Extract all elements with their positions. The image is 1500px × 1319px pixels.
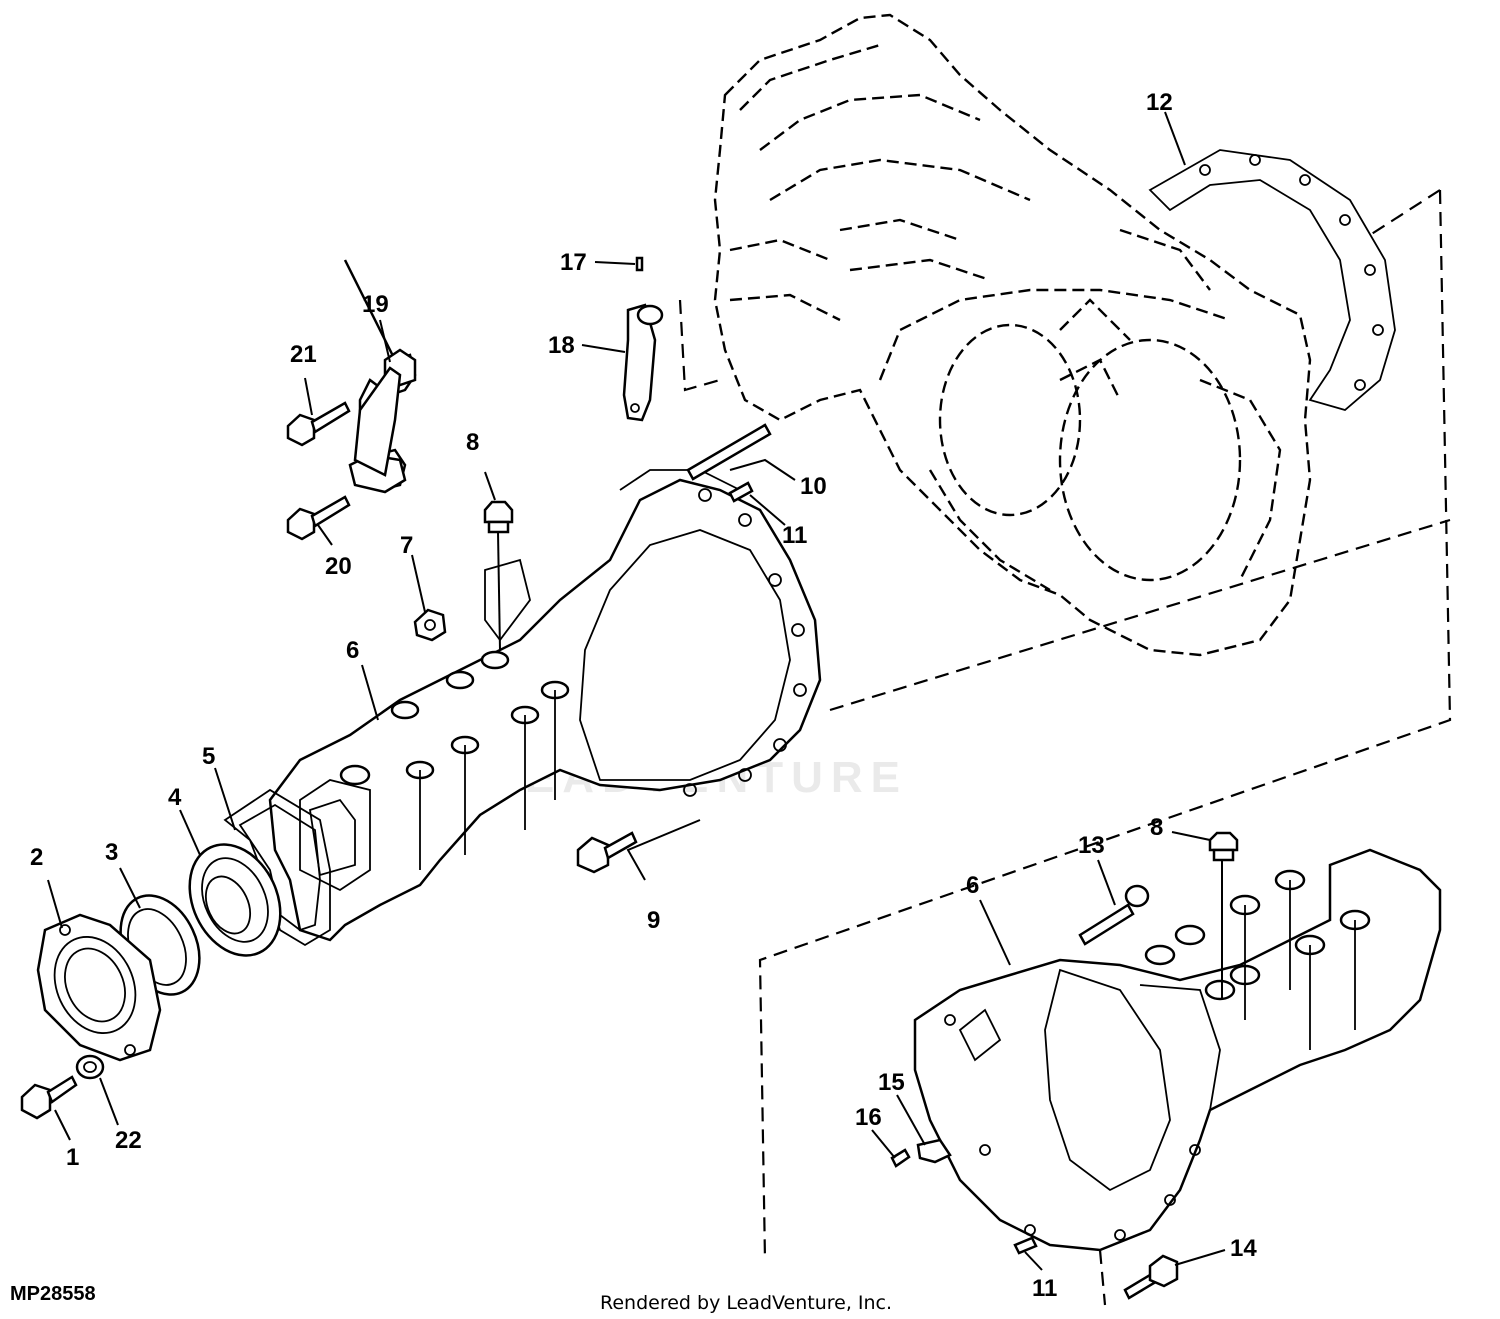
nut-7 (413, 608, 447, 642)
bolt-20 (286, 495, 351, 541)
callout-11-upper: 11 (782, 522, 807, 549)
assembly-guide-line-2 (829, 189, 1451, 712)
callout-21: 21 (290, 341, 317, 368)
figure-code: MP28558 (10, 1283, 96, 1305)
callout-5: 5 (202, 743, 215, 770)
stud-10 (686, 423, 772, 481)
callout-labels: 1 2 3 4 5 6 7 8 9 10 11 12 13 6 8 15 16 … (30, 89, 1257, 1302)
assembly-guide-line (758, 189, 1452, 1261)
callout-6-upper: 6 (346, 637, 359, 664)
callout-14: 14 (1230, 1235, 1257, 1262)
washer-22 (75, 1054, 105, 1080)
gasket-12 (1148, 149, 1396, 411)
bolt-9 (576, 831, 638, 874)
render-credit: Rendered by LeadVenture, Inc. (600, 1292, 892, 1314)
callout-10: 10 (800, 473, 827, 500)
final-drive-housing-upper (268, 469, 822, 942)
callout-4: 4 (168, 784, 182, 811)
callout-20: 20 (325, 553, 352, 580)
dowel-pin-11-upper (728, 481, 754, 503)
callout-1: 1 (66, 1144, 79, 1171)
screw-16 (890, 1148, 911, 1168)
plug-8-upper (483, 500, 514, 534)
transmission-case-outline (713, 13, 1312, 657)
bolt-13 (1078, 884, 1150, 946)
callout-3: 3 (105, 839, 118, 866)
callout-9: 9 (647, 907, 660, 934)
clip-15 (916, 1138, 952, 1164)
bolt-21 (286, 401, 351, 447)
callout-19: 19 (362, 291, 389, 318)
final-drive-housing-lower (913, 848, 1442, 1252)
bolt-14 (1123, 1254, 1179, 1300)
callout-13: 13 (1078, 832, 1105, 859)
bearing-4 (188, 843, 282, 957)
pin-17 (635, 256, 644, 272)
callout-22: 22 (115, 1127, 142, 1154)
bracket-19 (343, 259, 417, 494)
assembly-guide-line-3 (678, 299, 1107, 1306)
callout-11-lower: 11 (1032, 1275, 1057, 1302)
callout-16: 16 (855, 1104, 882, 1131)
callout-2: 2 (30, 844, 43, 871)
callout-12: 12 (1146, 89, 1173, 116)
dowel-pin-11-lower (1013, 1236, 1038, 1255)
lever-18 (622, 303, 664, 422)
callout-17: 17 (560, 249, 587, 276)
callout-6-lower: 6 (966, 872, 979, 899)
callout-7: 7 (400, 532, 413, 559)
plug-8-lower (1208, 831, 1239, 862)
callout-8-lower: 8 (1150, 814, 1163, 841)
callout-8-upper: 8 (466, 429, 479, 456)
callout-15: 15 (878, 1069, 905, 1096)
leader-lines (47, 111, 1226, 1271)
bearing-cover-2 (36, 913, 162, 1062)
bolt-1 (20, 1075, 78, 1120)
callout-18: 18 (548, 332, 575, 359)
washer-22-hole (83, 1061, 97, 1073)
